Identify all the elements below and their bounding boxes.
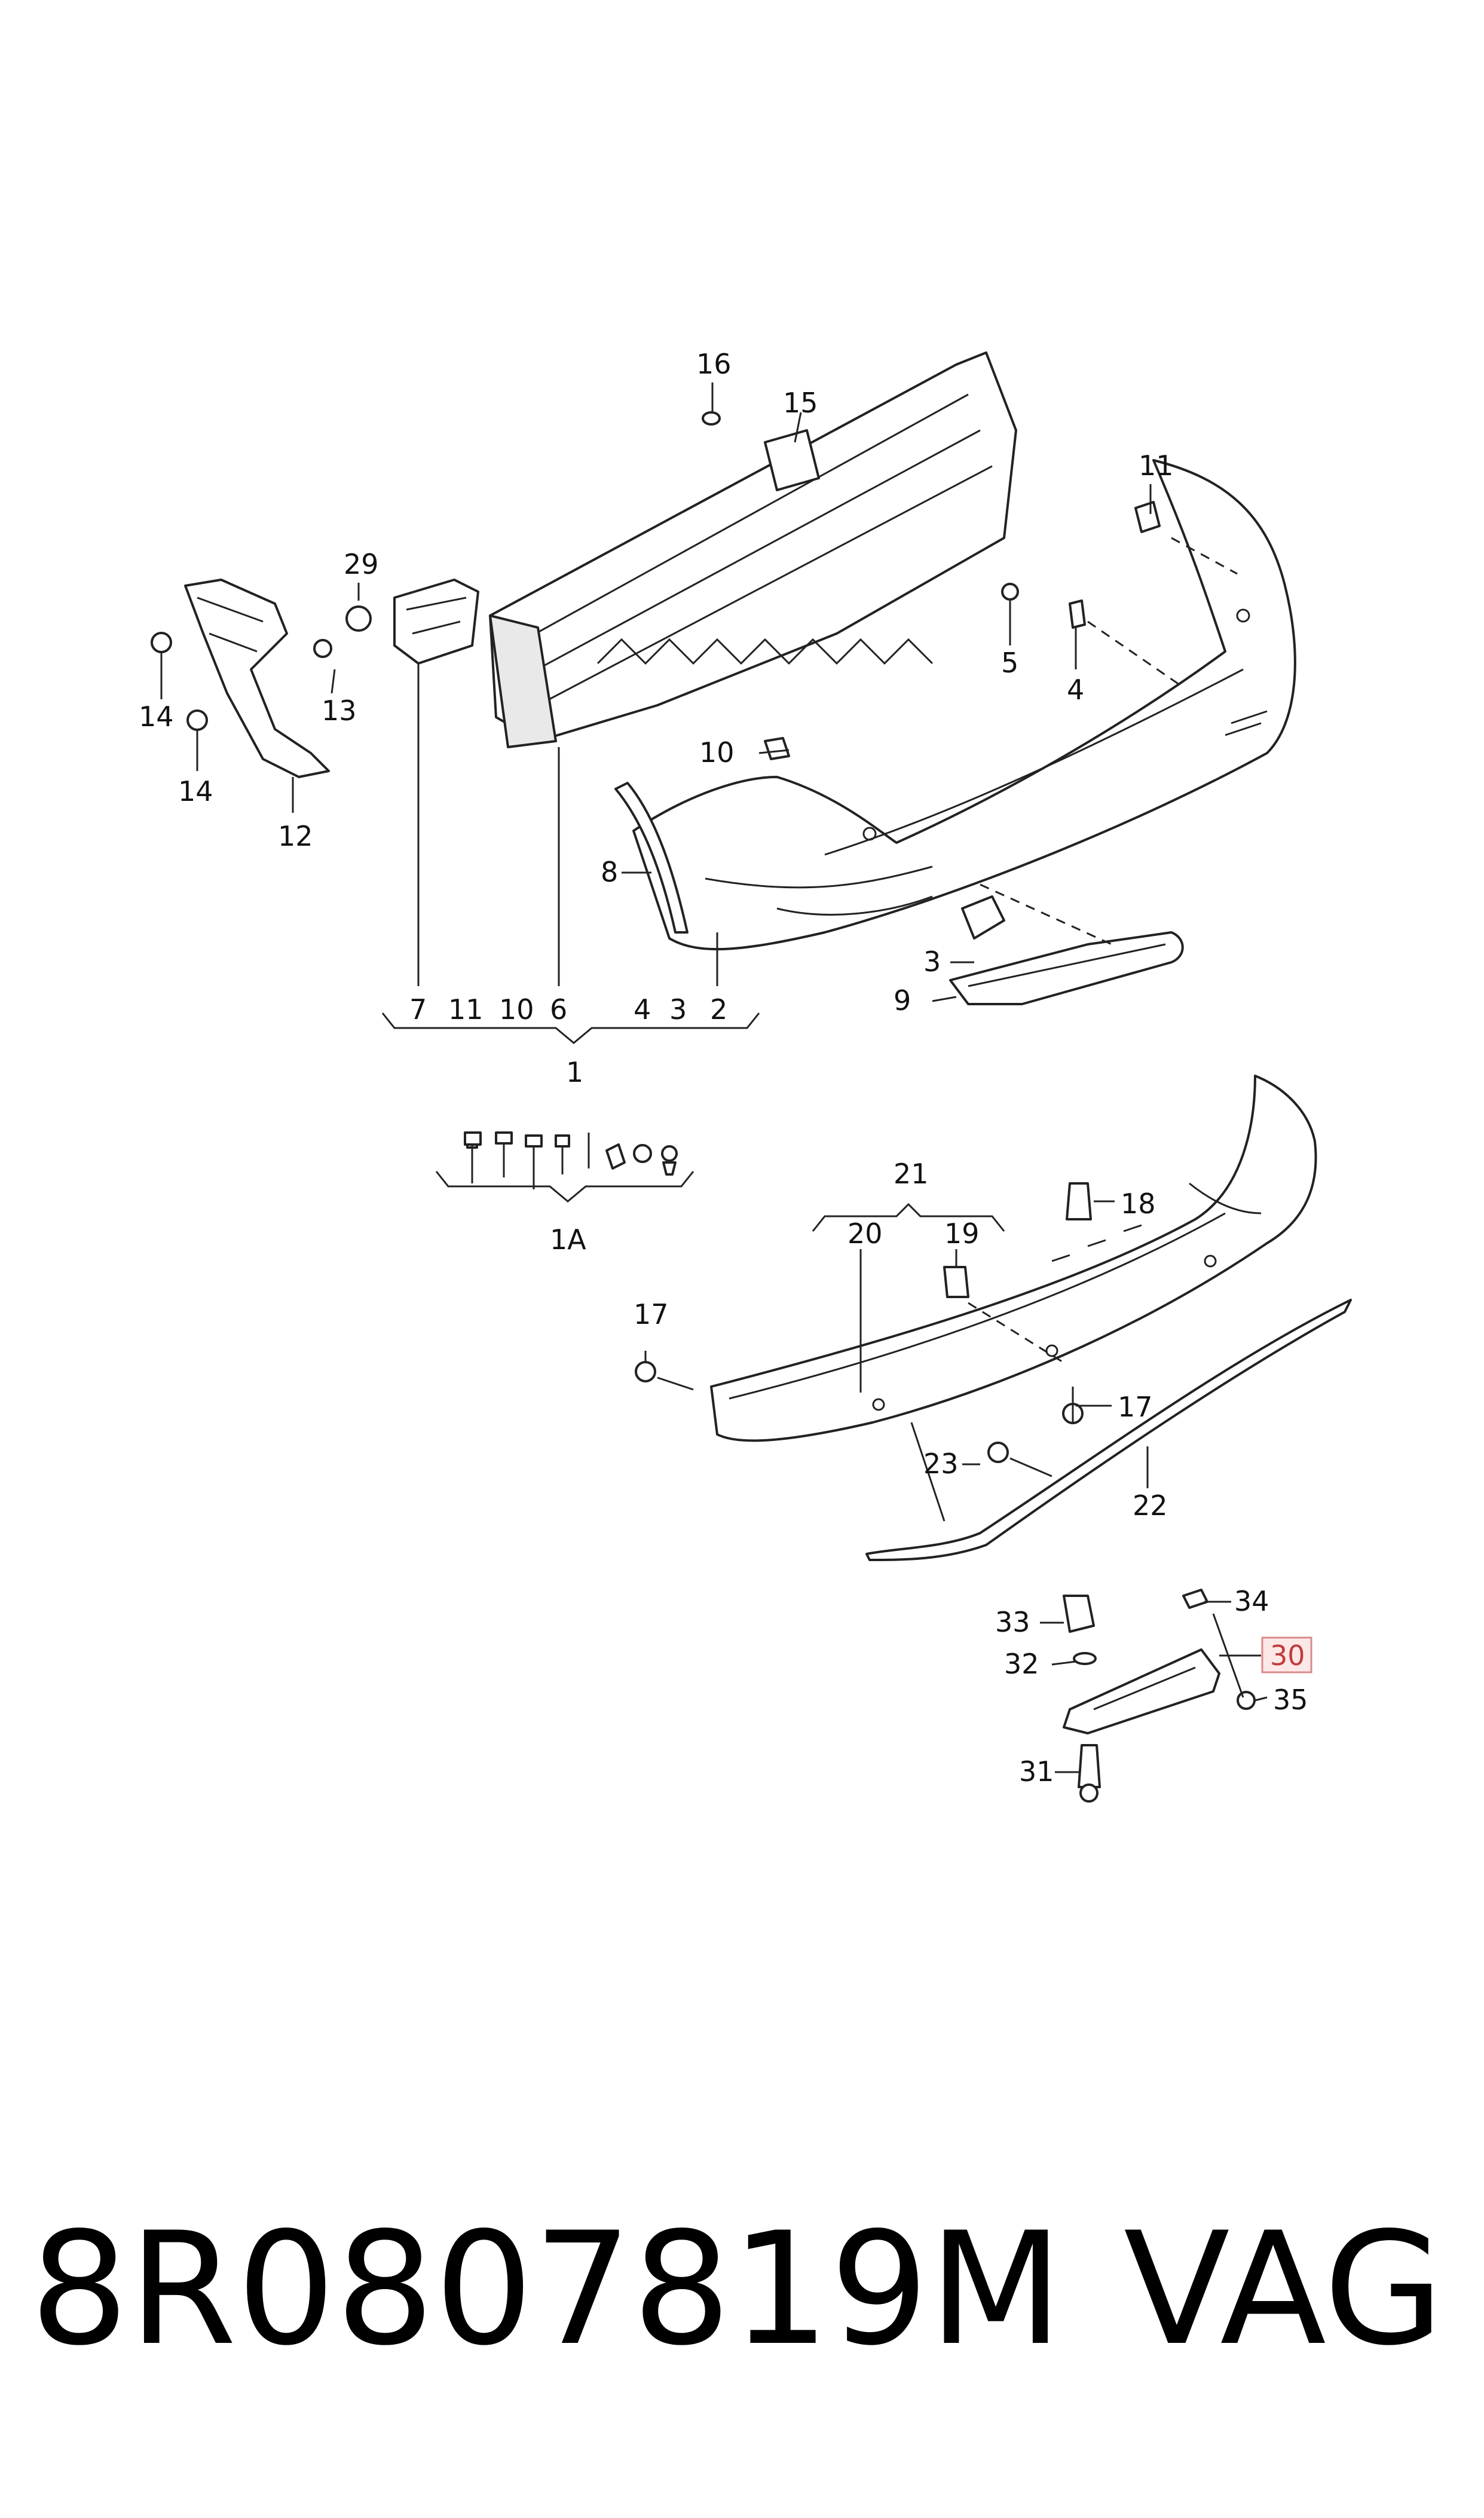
brand-name: VAG [1124,2199,1444,2380]
callout-14a: 14 [139,700,174,733]
callout-9: 9 [894,984,911,1017]
leader-lines-top [160,383,1238,1002]
callout-11: 11 [1139,449,1174,482]
callout-30: 30 [1270,1639,1305,1672]
callout-29: 29 [344,548,379,580]
trim-strip [614,782,689,934]
cover-plate-assembly [1040,1589,1268,1803]
bracket-1-item-10: 10 [499,993,534,1026]
callout-labels: 16 15 11 29 5 4 13 14 14 10 12 8 3 9 7 1… [139,348,1312,1788]
callout-16: 16 [696,348,732,380]
bumper-reinforcement [489,351,1017,748]
bracket-1-item-11: 11 [448,993,484,1026]
callout-17b: 17 [1118,1391,1153,1423]
callout-15: 15 [783,387,818,419]
fasteners-top [151,411,1161,760]
callout-12: 12 [278,820,313,852]
reflector [949,931,1184,1005]
sealing-strip [865,1299,1352,1561]
callout-13: 13 [322,694,357,727]
guide-bracket [393,579,479,665]
bracket-1-item-7: 7 [409,993,427,1026]
callout-10: 10 [699,736,735,769]
callout-5: 5 [1001,647,1018,679]
callout-23: 23 [923,1448,959,1480]
callout-22: 22 [1133,1489,1168,1522]
callout-19: 19 [944,1217,980,1250]
callout-14b: 14 [178,775,213,807]
callout-18: 18 [1121,1188,1156,1220]
callout-8: 8 [601,856,618,888]
group-label-1a: 1A [550,1223,586,1256]
bracket-1-item-2: 2 [710,993,727,1026]
cover-cap [961,895,1005,940]
fastener-set-1a [464,1131,678,1189]
callout-30-highlight-box [1261,1636,1312,1673]
group-label-21: 21 [894,1158,929,1190]
bracket-group-1 [381,1012,760,1044]
callout-17a: 17 [634,1298,669,1330]
bumper-cover [632,459,1296,951]
callout-31: 31 [1019,1755,1054,1788]
bracket-1-item-4: 4 [634,993,651,1026]
bracket-1-item-6: 6 [550,993,567,1026]
callout-3: 3 [923,946,941,978]
diffuser-lower [710,1075,1317,1442]
leader-lines-lower [644,1200,1149,1522]
group-label-1: 1 [566,1056,583,1088]
callout-35: 35 [1273,1684,1308,1716]
part-number: 8R0807819M [30,2199,1063,2380]
callout-33: 33 [995,1606,1030,1638]
bracket-group-21 [812,1203,1005,1232]
bracket-1-item-3: 3 [669,993,687,1026]
callout-20: 20 [847,1217,883,1250]
bracket-group-1a [435,1171,694,1203]
side-bracket [184,579,330,778]
callout-34: 34 [1234,1585,1269,1617]
callout-4: 4 [1067,674,1084,706]
callout-32: 32 [1004,1648,1039,1680]
